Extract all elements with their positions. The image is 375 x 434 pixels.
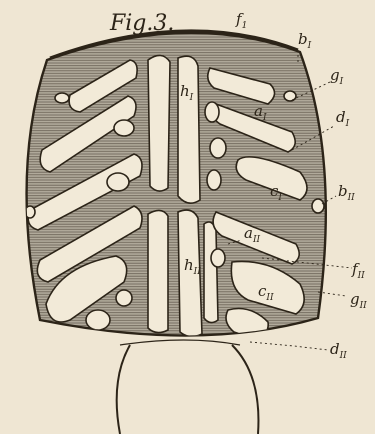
cavity-oval-u1 bbox=[114, 120, 134, 136]
cavity-oval-u4 bbox=[210, 138, 226, 158]
cavity-h2-left bbox=[148, 210, 168, 332]
cavity-oval-u2 bbox=[107, 173, 129, 191]
cavity-lower-left-oval bbox=[86, 310, 110, 330]
cavity-h1-right bbox=[178, 56, 200, 203]
cavity-margin-left-top bbox=[55, 93, 69, 103]
label-d2: dII bbox=[330, 340, 347, 361]
label-g1: gI bbox=[330, 66, 344, 87]
cavity-oval-l2 bbox=[116, 290, 132, 306]
cavity-h1-left bbox=[148, 55, 170, 191]
cavity-oval-u5 bbox=[207, 170, 221, 190]
label-f2: fII bbox=[351, 260, 365, 281]
stalk-outline bbox=[117, 345, 259, 434]
label-f1: f1 bbox=[235, 10, 247, 31]
stalk-edge bbox=[120, 340, 240, 345]
cavity-margin-right-top bbox=[284, 91, 296, 101]
cavity-h2-narrow bbox=[204, 222, 218, 323]
label-d1: dI bbox=[336, 108, 350, 129]
label-g2: gII bbox=[350, 290, 367, 311]
cavity-margin-right-b2 bbox=[312, 199, 324, 213]
cavity-oval-u3 bbox=[205, 102, 219, 122]
cavity-oval-l1 bbox=[211, 249, 225, 267]
leader-d2 bbox=[250, 342, 328, 350]
label-b1: bI bbox=[298, 30, 312, 51]
label-b2: bII bbox=[338, 182, 355, 203]
